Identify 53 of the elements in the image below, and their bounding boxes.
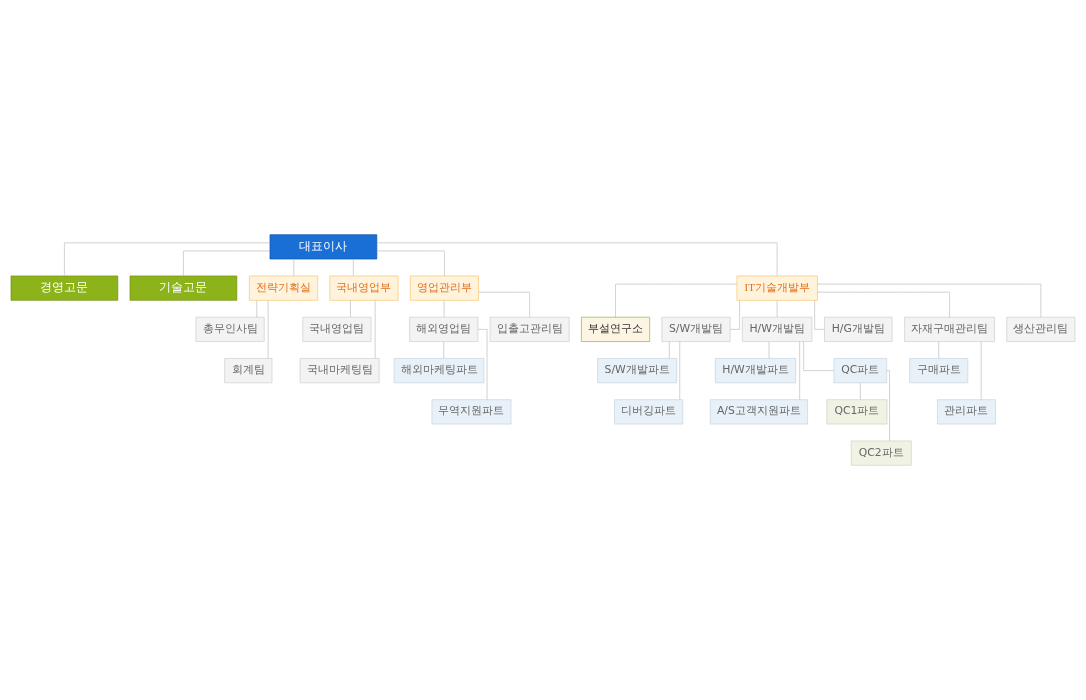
connector	[814, 300, 825, 330]
node-box: H/G개발팀	[824, 316, 893, 342]
node-box: 해외마케팅파트	[393, 358, 485, 384]
connector	[376, 242, 778, 277]
connector	[729, 300, 740, 330]
node-box: 회계팀	[224, 358, 273, 384]
node-box: S/W개발팀	[661, 316, 731, 342]
node-box: 입출고관리팀	[489, 316, 570, 342]
node-box: 전략기획실	[249, 275, 318, 301]
node-box: 영업관리부	[409, 275, 479, 301]
node-box: 구매파트	[909, 358, 969, 384]
connector	[478, 291, 530, 318]
node-box: 관리파트	[937, 399, 996, 425]
connector	[183, 250, 271, 277]
node-box: A/S고객지원파트	[709, 399, 808, 425]
connector	[817, 291, 950, 318]
node-box: 총무인사팀	[195, 316, 265, 342]
node-box: 무역지원파트	[431, 399, 512, 425]
node-box: 자재구매관리팀	[904, 316, 995, 342]
connector	[799, 341, 800, 400]
node-box: QC파트	[833, 358, 888, 384]
connector	[477, 329, 488, 401]
node-box: H/W개발파트	[714, 358, 797, 384]
connector	[860, 382, 861, 400]
connector	[256, 300, 258, 318]
connector	[668, 341, 670, 359]
connector	[803, 341, 834, 371]
connector	[443, 341, 445, 359]
connector	[350, 300, 351, 318]
connector	[376, 250, 445, 277]
connector	[353, 258, 354, 277]
node-box: 대표이사	[269, 234, 378, 260]
connector	[817, 283, 1042, 318]
node-box: S/W개발파트	[597, 358, 678, 384]
connector	[615, 283, 738, 318]
node-box: 국내영업팀	[302, 316, 372, 342]
node-box: 생산관리팀	[1006, 316, 1076, 342]
node-box: 디버깅파트	[614, 399, 684, 425]
node-box: 기술고문	[129, 275, 238, 301]
connector	[886, 370, 890, 442]
node-box: 부설연구소	[581, 316, 650, 342]
node-box: IT기술개발부	[736, 275, 818, 301]
node-box: 국내영업부	[329, 275, 399, 301]
node-box: 국내마케팅팀	[299, 358, 380, 384]
connector	[679, 341, 681, 400]
node-box: 해외영업팀	[409, 316, 479, 342]
node-box: QC2파트	[850, 440, 912, 466]
node-box: QC1파트	[826, 399, 888, 425]
connector	[293, 258, 295, 277]
connector	[938, 341, 940, 359]
node-box: 경영고문	[10, 275, 119, 301]
connector	[64, 242, 271, 277]
node-box: H/W개발팀	[742, 316, 813, 342]
